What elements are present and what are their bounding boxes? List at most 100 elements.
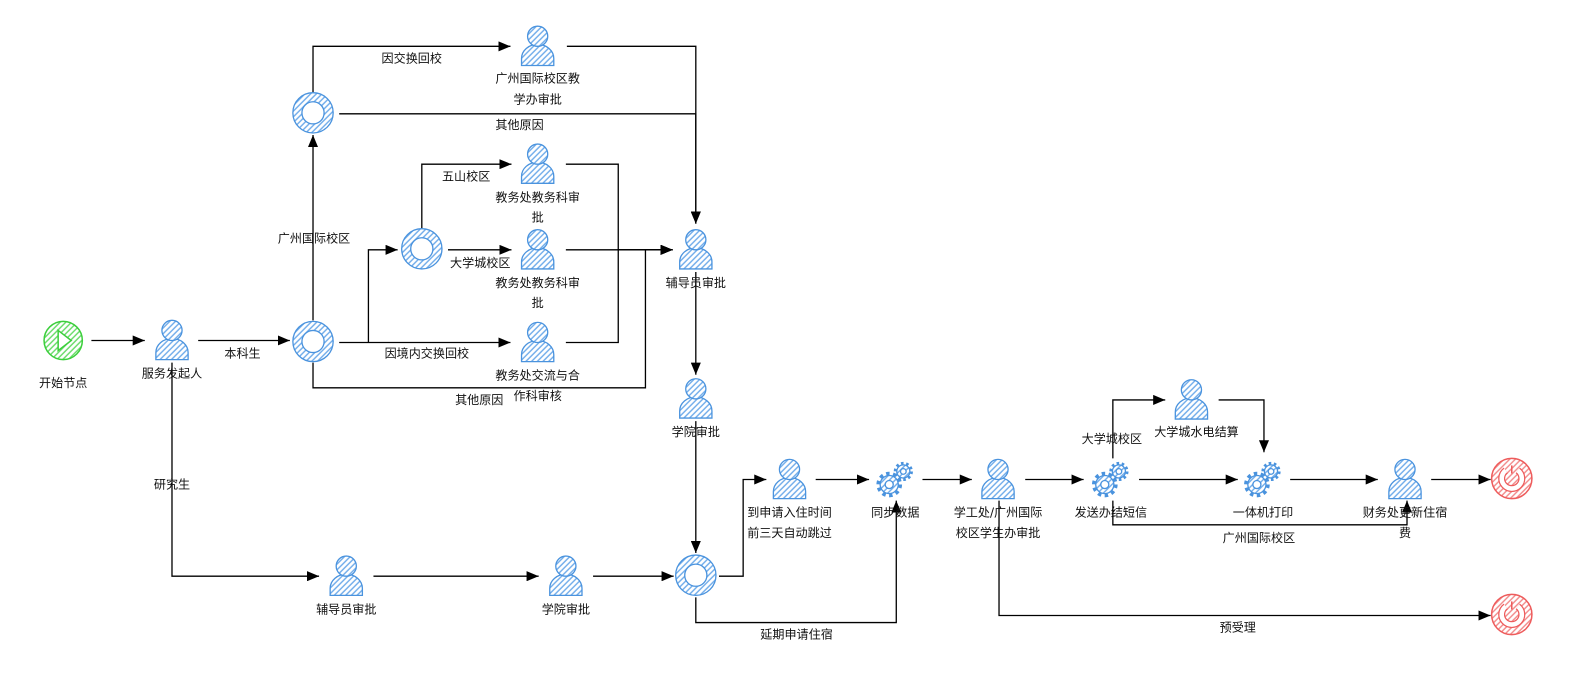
edge-campus-gateway-to-wushan[interactable]: 五山校区 <box>421 159 512 229</box>
node-auto-skip[interactable]: 到申请入住时间 前三天自动跳过 <box>747 458 832 540</box>
person-icon <box>679 229 713 270</box>
node-label-line-2: 学办审批 <box>514 92 562 107</box>
edge-label-grad: 研究生 <box>154 477 190 492</box>
node-label: 服务发起人 <box>142 366 202 381</box>
node-exchange-review[interactable]: 教务处交流与合 作科审核 <box>495 321 580 403</box>
node-dxc-utilities[interactable]: 大学城水电结算 <box>1154 379 1239 439</box>
ring-gateway-icon <box>292 320 334 363</box>
node-label: 学院审批 <box>672 424 720 439</box>
edge-student-office-pre-accept-to-end[interactable]: 预受理 <box>998 500 1491 635</box>
person-icon <box>520 143 555 184</box>
edge-initiator-to-grad-counselor[interactable]: 研究生 <box>154 362 320 582</box>
node-campus-gateway[interactable] <box>401 228 443 270</box>
node-college-undergrad[interactable]: 学院审批 <box>672 378 720 439</box>
node-label-line-1: 到申请入住时间 <box>747 506 832 520</box>
node-label: 一体机打印 <box>1233 506 1293 520</box>
edge-sms-gzic-to-finance[interactable]: 广州国际校区 <box>1112 500 1413 545</box>
person-icon <box>155 319 189 361</box>
ring-gateway-icon <box>675 554 717 597</box>
edge-exchange-review-to-counselor[interactable] <box>565 244 673 344</box>
person-icon <box>1388 458 1422 500</box>
edge-merge-gateway-delay-to-sync[interactable]: 延期申请住宿 <box>695 500 902 642</box>
edge-gateway-to-exchange-review[interactable]: 因境内交换回校 <box>339 337 511 361</box>
node-merge-gateway[interactable] <box>675 554 717 597</box>
node-label-line-2: 作科审核 <box>514 388 562 403</box>
node-label-line-2: 前三天自动跳过 <box>747 525 832 540</box>
ring-gateway-icon <box>292 92 334 134</box>
edge-label-sms-gzic: 广州国际校区 <box>1223 530 1295 545</box>
edges-layer: 本科生 研究生 广州国际校区 因交换回校 其他原因 因境内交换回校 <box>91 41 1491 642</box>
person-icon <box>520 321 555 363</box>
edge-gateway-to-gzic-gateway[interactable]: 广州国际校区 <box>278 134 350 321</box>
person-icon <box>329 555 364 597</box>
ring-gateway-icon <box>401 228 443 270</box>
node-label-line-1: 广州国际校区教 <box>495 71 580 86</box>
gears-icon <box>1094 464 1127 496</box>
node-label-line-2: 批 <box>532 210 544 225</box>
node-initiator[interactable]: 服务发起人 <box>142 319 202 381</box>
node-counselor-undergrad[interactable]: 辅导员审批 <box>666 229 726 290</box>
node-end-pre-accept[interactable] <box>1492 594 1532 634</box>
edge-label-gzic-campus: 广州国际校区 <box>278 231 350 246</box>
edge-label-gzic-other: 其他原因 <box>495 118 543 132</box>
node-college-grad[interactable]: 学院审批 <box>542 555 590 616</box>
power-circle-icon <box>1492 458 1532 498</box>
node-start[interactable]: 开始节点 <box>39 320 87 390</box>
node-label-line-1: 教务处教务科审 <box>495 275 580 290</box>
person-icon <box>1174 379 1209 420</box>
node-label-line-1: 教务处教务科审 <box>495 189 580 204</box>
edge-label-undergrad: 本科生 <box>224 347 260 361</box>
node-label-line-2: 批 <box>532 295 544 310</box>
node-label: 发送办结短信 <box>1075 505 1147 520</box>
edge-dxc-utilities-to-print[interactable] <box>1218 399 1269 453</box>
node-dxc-approval[interactable]: 教务处教务科审 批 <box>495 229 580 311</box>
node-student-office-approval[interactable]: 学工处/广州国际 校区学生办审批 <box>954 458 1043 540</box>
power-circle-icon <box>1492 594 1532 634</box>
node-label-line-1: 教务处交流与合 <box>495 368 580 383</box>
edge-label-exchange-return: 因交换回校 <box>382 50 442 65</box>
node-wushan-approval[interactable]: 教务处教务科审 批 <box>495 143 580 225</box>
person-icon <box>520 229 555 270</box>
node-label: 大学城水电结算 <box>1154 424 1239 439</box>
edge-initiator-to-undergrad-gateway[interactable]: 本科生 <box>198 335 290 361</box>
play-circle-icon <box>43 320 84 361</box>
node-label-line-2: 费 <box>1399 526 1411 540</box>
node-gzic-office-approval[interactable]: 广州国际校区教 学办审批 <box>495 25 580 107</box>
person-icon <box>981 458 1015 500</box>
edge-label-ug-other: 其他原因 <box>455 393 503 407</box>
edge-merge-gateway-to-auto-skip[interactable] <box>718 474 767 577</box>
gears-icon <box>1246 464 1279 496</box>
node-undergrad-gateway[interactable] <box>292 320 334 363</box>
edge-sms-to-dxc-utilities[interactable]: 大学城校区 <box>1082 394 1166 459</box>
edge-label-pre-accept: 预受理 <box>1220 621 1256 635</box>
node-counselor-grad[interactable]: 辅导员审批 <box>316 555 376 616</box>
edge-gateway-to-campus-gateway[interactable] <box>367 244 398 343</box>
edge-label-dxc: 大学城校区 <box>450 255 510 270</box>
edge-gateway-other-to-counselor[interactable]: 其他原因 <box>312 244 673 407</box>
gears-icon <box>879 464 912 496</box>
edge-gzic-gateway-other-to-counselor[interactable]: 其他原因 <box>339 113 701 224</box>
edge-label-wushan: 五山校区 <box>442 168 490 183</box>
edge-wushan-to-counselor[interactable] <box>565 163 673 255</box>
node-label: 同步数据 <box>871 505 919 520</box>
node-kiosk-print[interactable]: 一体机打印 <box>1233 464 1293 520</box>
node-sync-data[interactable]: 同步数据 <box>871 464 919 520</box>
node-send-sms[interactable]: 发送办结短信 <box>1075 464 1147 520</box>
person-icon <box>549 555 583 597</box>
node-label-line-1: 学工处/广州国际 <box>954 505 1043 520</box>
person-icon <box>772 458 807 500</box>
node-gzic-gateway[interactable] <box>292 92 334 134</box>
node-end-main[interactable] <box>1492 458 1532 498</box>
node-label: 辅导员审批 <box>666 275 726 290</box>
node-label: 辅导员审批 <box>316 601 376 616</box>
edge-label-sms-dxc: 大学城校区 <box>1082 431 1142 446</box>
person-icon <box>520 25 555 67</box>
edge-gzic-gateway-to-gzic-office[interactable]: 因交换回校 <box>312 41 511 93</box>
node-label: 开始节点 <box>39 376 87 390</box>
node-label-line-1: 财务处更新住宿 <box>1363 505 1448 520</box>
node-finance-update[interactable]: 财务处更新住宿 费 <box>1363 458 1448 540</box>
nodes-layer: 开始节点 服务发起人 广州国际校区教 学办审批 教务处教务科审 批 教务处教 <box>39 25 1532 634</box>
edge-gzic-office-to-counselor[interactable] <box>566 45 701 224</box>
edge-campus-gateway-to-dxc[interactable]: 大学城校区 <box>448 244 512 270</box>
